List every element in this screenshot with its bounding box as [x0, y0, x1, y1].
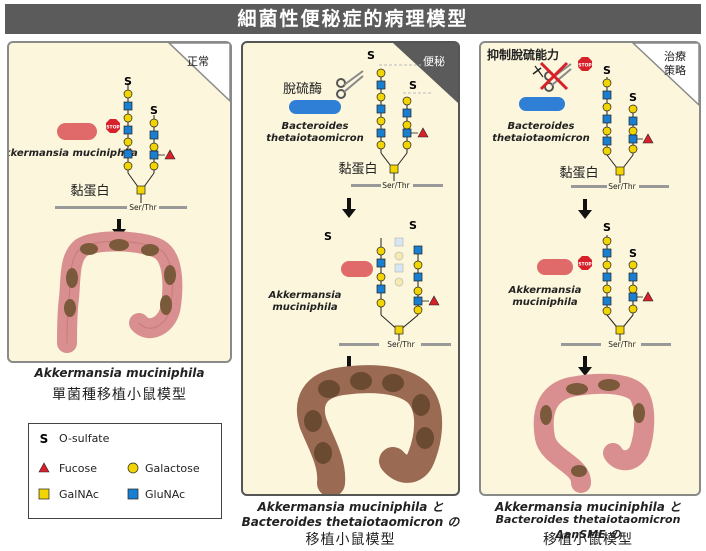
caption-normal-2: 單菌種移植小鼠模型	[52, 387, 187, 403]
bacteroides-label-2: thetaiotaomicron	[492, 133, 590, 144]
mucin-glycan-top: S S	[602, 64, 654, 183]
scissors-icon	[336, 70, 364, 99]
corner-tab	[167, 43, 230, 103]
bacteroides-bacterium	[289, 100, 341, 114]
treatment-illustration: 治療 策略 抑制脫硫能力 STOP Bacteroides thetaiotao…	[487, 43, 699, 493]
colon-illustration	[533, 373, 655, 493]
corner-tab	[393, 43, 458, 103]
backbone	[351, 184, 381, 187]
mucin-glycan-top: S S	[367, 49, 433, 181]
sulfate-s: S	[629, 91, 637, 104]
caption-treatment-1: Akkermansia muciniphila と	[494, 500, 682, 514]
bacteroides-bacterium	[519, 97, 565, 111]
svg-text:STOP: STOP	[106, 125, 120, 131]
caption-constipation-1: Akkermansia muciniphila と	[257, 500, 444, 514]
bacteroides-label-1: Bacteroides	[282, 121, 349, 132]
bacteroides-label-2: thetaiotaomicron	[266, 133, 364, 144]
constipation-illustration: 便秘 脫硫酶 Bacteroides thetaiotaomicron S S	[266, 43, 458, 494]
stop-sign-icon: STOP	[578, 57, 592, 71]
page-title: 細菌性便秘症的病理模型	[5, 4, 701, 34]
backbone	[561, 343, 601, 346]
sulfate-s: S	[629, 247, 637, 260]
inhibit-bar-icon	[532, 65, 544, 78]
backbone	[339, 343, 379, 346]
legend: S O-sulfate Fucose Galactose GalNAc GluN…	[28, 423, 222, 519]
akkermansia-bacterium	[537, 259, 573, 275]
fucose-icon	[38, 462, 50, 473]
backbone	[639, 185, 669, 188]
tag-treatment-2: 策略	[664, 63, 686, 77]
cross-icon	[539, 61, 569, 91]
glunac-icon	[127, 488, 139, 500]
backbone	[413, 184, 443, 187]
sulfate-s: S	[603, 221, 611, 234]
akkermansia-bacterium	[341, 261, 373, 277]
legend-galactose: Galactose	[145, 462, 200, 475]
anchor-label: Ser/Thr	[382, 181, 410, 190]
mucin-label: 黏蛋白	[70, 183, 109, 199]
panel-constipation: 便秘 脫硫酶 Bacteroides thetaiotaomicron S S	[241, 41, 460, 496]
sulfate-s: S	[150, 104, 158, 117]
legend-galnac: GalNAc	[59, 488, 99, 501]
mucin-glycan-intact: S S	[602, 221, 654, 341]
mucin-glycan-degraded: S S	[324, 219, 440, 341]
panel-treatment: 治療 策略 抑制脫硫能力 STOP Bacteroides thetaiotao…	[479, 41, 701, 496]
sulfate-s: S	[409, 79, 417, 92]
akkermansia-bacterium	[57, 123, 97, 140]
svg-text:STOP: STOP	[578, 262, 592, 268]
caption-constipation-3: 移植小鼠模型	[305, 532, 396, 548]
svg-text:STOP: STOP	[578, 63, 592, 69]
caption-constipation-2: Bacteroides thetaiotaomicron の	[241, 515, 460, 529]
sulfate-s: S	[603, 64, 611, 77]
mucin-label: 黏蛋白	[559, 165, 598, 181]
legend-fucose: Fucose	[59, 462, 97, 475]
inhibit-label: 抑制脫硫能力	[487, 47, 559, 62]
backbone	[55, 206, 127, 209]
legend-sulfate: O-sulfate	[59, 432, 110, 445]
stop-sign-icon: STOP	[578, 256, 592, 270]
caption-treatment-3: 移植小鼠模型	[543, 532, 633, 548]
caption-normal-1: Akkermansia muciniphila	[34, 366, 205, 380]
legend-glunac: GluNAc	[145, 488, 186, 501]
galnac-icon	[38, 488, 50, 500]
mucin-label: 黏蛋白	[338, 161, 377, 177]
down-arrow-icon	[342, 198, 356, 218]
corner-tab	[631, 43, 699, 107]
bacterium-label-1: Akkermansia muciniphila	[9, 148, 138, 159]
sulfate-s: S	[367, 49, 375, 62]
panel-normal: 正常 STOP Akkermansia muciniphila S S	[7, 41, 232, 363]
sulfate-s: S	[324, 230, 332, 243]
backbone	[159, 206, 187, 209]
bacteroides-label-1: Bacteroides	[508, 121, 575, 132]
akkermansia-label-2: muciniphila	[512, 297, 578, 308]
tag-normal: 正常	[187, 55, 209, 68]
backbone	[641, 343, 671, 346]
akkermansia-label-1: Akkermansia	[508, 285, 582, 296]
stop-sign-icon: STOP	[106, 119, 120, 133]
sulfate-s: S	[124, 75, 132, 88]
tag-constipation: 便秘	[423, 54, 445, 68]
akkermansia-label-1: Akkermansia	[268, 290, 342, 301]
down-arrow-icon	[578, 356, 592, 376]
caption-treatment-2: Bacteroides thetaiotaomicron ΔanSME の	[495, 513, 681, 541]
legend-sulfate-symbol: S	[40, 432, 49, 446]
tag-treatment-1: 治療	[664, 49, 686, 63]
down-arrow-icon	[578, 199, 592, 219]
sulfate-s: S	[409, 219, 417, 232]
backbone	[421, 343, 451, 346]
anchor-label: Ser/Thr	[387, 340, 415, 349]
colon-enlarged-illustration	[296, 365, 443, 494]
galactose-icon	[127, 462, 139, 474]
colon-illustration	[57, 231, 183, 353]
normal-illustration: 正常 STOP Akkermansia muciniphila S S	[9, 43, 230, 353]
anchor-label: Ser/Thr	[608, 340, 636, 349]
scissors-icon	[544, 63, 572, 92]
backbone	[571, 185, 607, 188]
akkermansia-label-2: muciniphila	[272, 302, 338, 313]
anchor-label: Ser/Thr	[129, 203, 157, 212]
mucin-glycan: S S	[123, 75, 176, 203]
anchor-label: Ser/Thr	[608, 182, 636, 191]
enzyme-label: 脫硫酶	[283, 81, 322, 97]
